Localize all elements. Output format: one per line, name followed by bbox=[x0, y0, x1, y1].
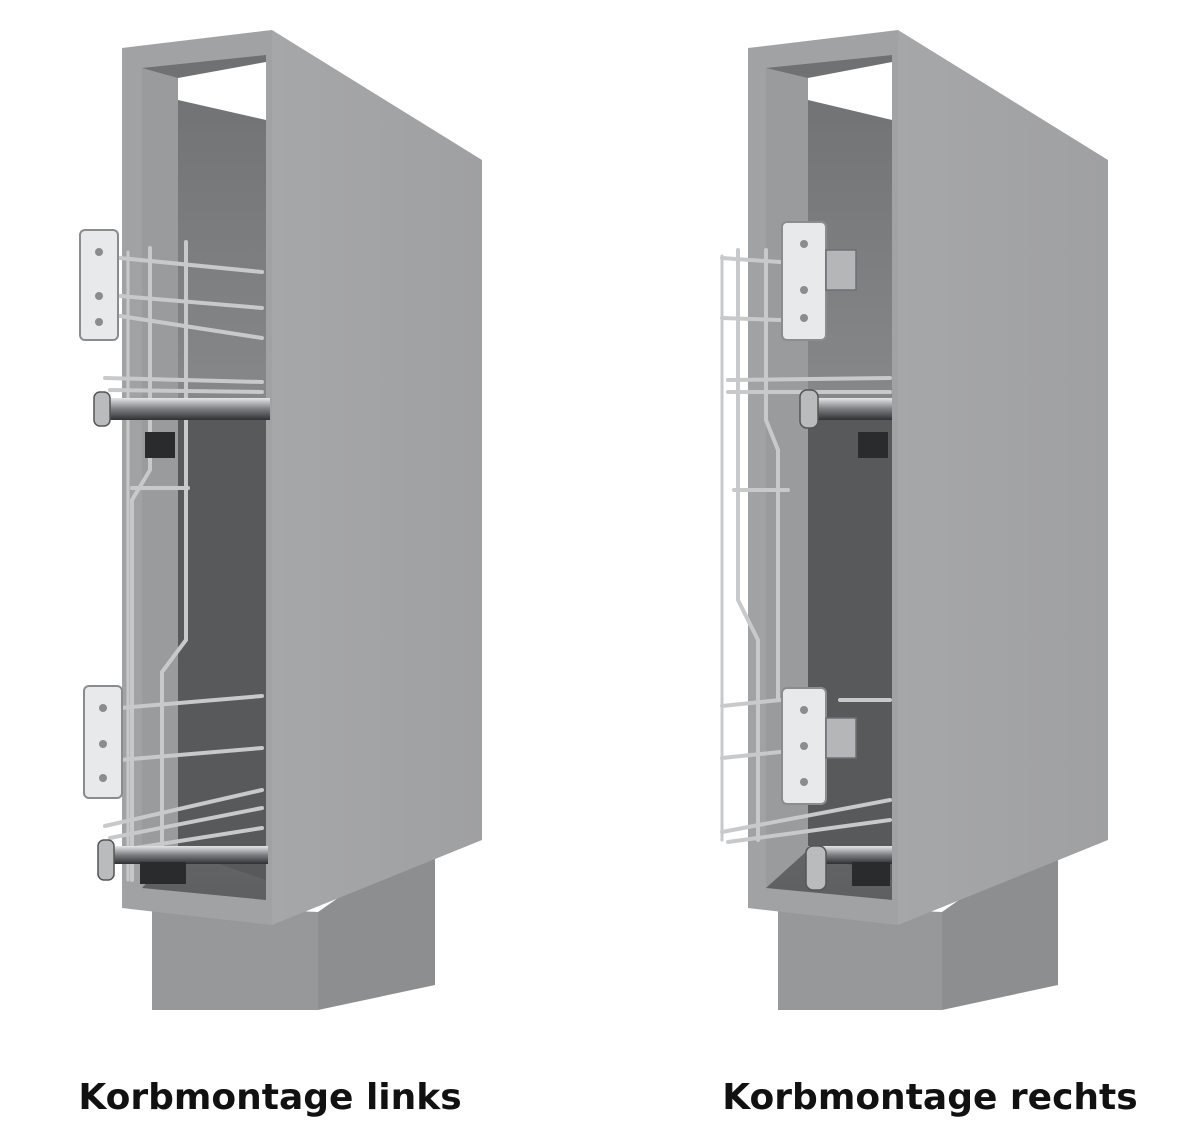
plinth-side-right bbox=[942, 830, 1058, 1010]
runner-lower-left bbox=[100, 846, 268, 864]
clip-upper-right bbox=[799, 389, 819, 429]
wire-basket-right bbox=[720, 248, 892, 844]
runner-upper-right bbox=[808, 398, 892, 420]
inner-back-shadow-right bbox=[808, 420, 892, 880]
caption-basket-left: Korbmontage links bbox=[78, 1077, 462, 1118]
plinth-right bbox=[778, 905, 942, 1010]
cabinet-right bbox=[720, 30, 1108, 1010]
clip-upper-left bbox=[93, 391, 111, 427]
product-illustration bbox=[79, 30, 1108, 1010]
bracket-lower-right bbox=[852, 862, 890, 886]
mounting-plate-lower-right bbox=[781, 687, 857, 805]
bracket-lower-left bbox=[140, 862, 186, 884]
cabinet-left bbox=[79, 30, 482, 1010]
runner-lower-right bbox=[808, 846, 892, 864]
caption-basket-right: Korbmontage rechts bbox=[722, 1077, 1138, 1118]
clip-lower-right bbox=[805, 845, 827, 891]
mounting-plate-upper-left bbox=[79, 229, 119, 341]
bracket-upper-left bbox=[145, 432, 175, 458]
runner-upper-left bbox=[100, 398, 270, 420]
top-opening-left bbox=[178, 62, 266, 120]
mounting-plate-lower-left bbox=[83, 685, 123, 799]
wire-basket-left bbox=[103, 240, 264, 882]
mounting-plate-upper-right bbox=[781, 221, 857, 341]
clip-lower-left bbox=[97, 839, 115, 881]
inner-back-shadow bbox=[178, 420, 266, 880]
side-panel-right bbox=[898, 30, 1108, 925]
bracket-upper-right bbox=[858, 432, 888, 458]
plinth-side-left bbox=[318, 830, 435, 1010]
top-opening-right bbox=[808, 62, 892, 120]
plinth-left bbox=[152, 905, 318, 1010]
side-panel-left bbox=[272, 30, 482, 925]
